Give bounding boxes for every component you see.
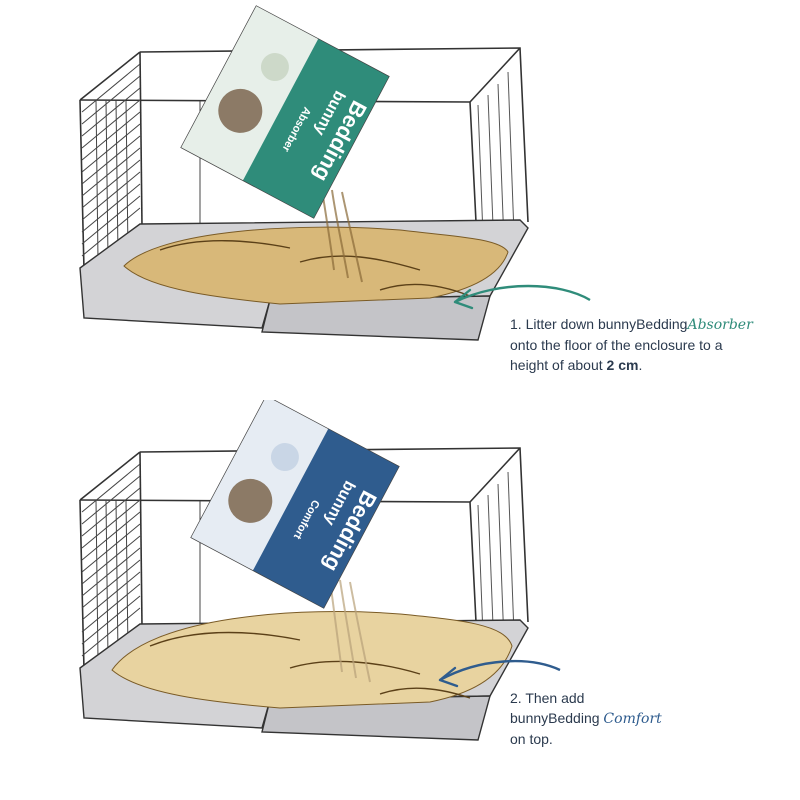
step-1-caption: 1. Litter down bunnyBeddingAbsorber onto…	[510, 314, 753, 375]
step-2-panel: bunny Bedding Comfort	[0, 400, 800, 800]
step-2-brand: Comfort	[603, 711, 662, 727]
cage-illustration-1: bunny Bedding Absorber	[79, 5, 591, 341]
bedding-layer	[111, 611, 513, 709]
step-1-brand: Absorber	[687, 317, 753, 333]
step-1-height-text: height of about	[510, 357, 607, 373]
curved-arrow-icon	[438, 659, 561, 688]
cage-bars-left	[81, 463, 141, 657]
step-1-period: .	[638, 357, 643, 373]
step-1-height-value: 2 cm	[606, 357, 639, 373]
step-2-line-2: bunnyBedding Comfort	[510, 708, 662, 729]
step-2-line-3: on top.	[510, 731, 553, 747]
step-2-caption: 2. Then add bunnyBedding Comfort on top.	[510, 688, 662, 749]
step-1-panel: bunny Bedding Absorber	[79, 5, 591, 341]
bedding-layer	[123, 226, 509, 305]
step-2-text: bunnyBedding	[510, 710, 604, 726]
bedding-package: bunny Bedding Absorber	[180, 5, 390, 219]
bedding-package: bunny Bedding Comfort	[190, 400, 400, 609]
cage-illustration-2: bunny Bedding Comfort	[79, 400, 561, 741]
step-1-line-2: onto the floor of the enclosure to a	[510, 337, 723, 353]
step-1-line-3: height of about 2 cm.	[510, 355, 753, 375]
curved-arrow-icon	[453, 284, 591, 310]
step-2-line-1: 2. Then add	[510, 690, 585, 706]
cage-bars-left	[81, 63, 141, 257]
step-1-text: 1. Litter down bunnyBedding	[510, 316, 688, 332]
step-1-line-1: 1. Litter down bunnyBeddingAbsorber	[510, 314, 753, 335]
